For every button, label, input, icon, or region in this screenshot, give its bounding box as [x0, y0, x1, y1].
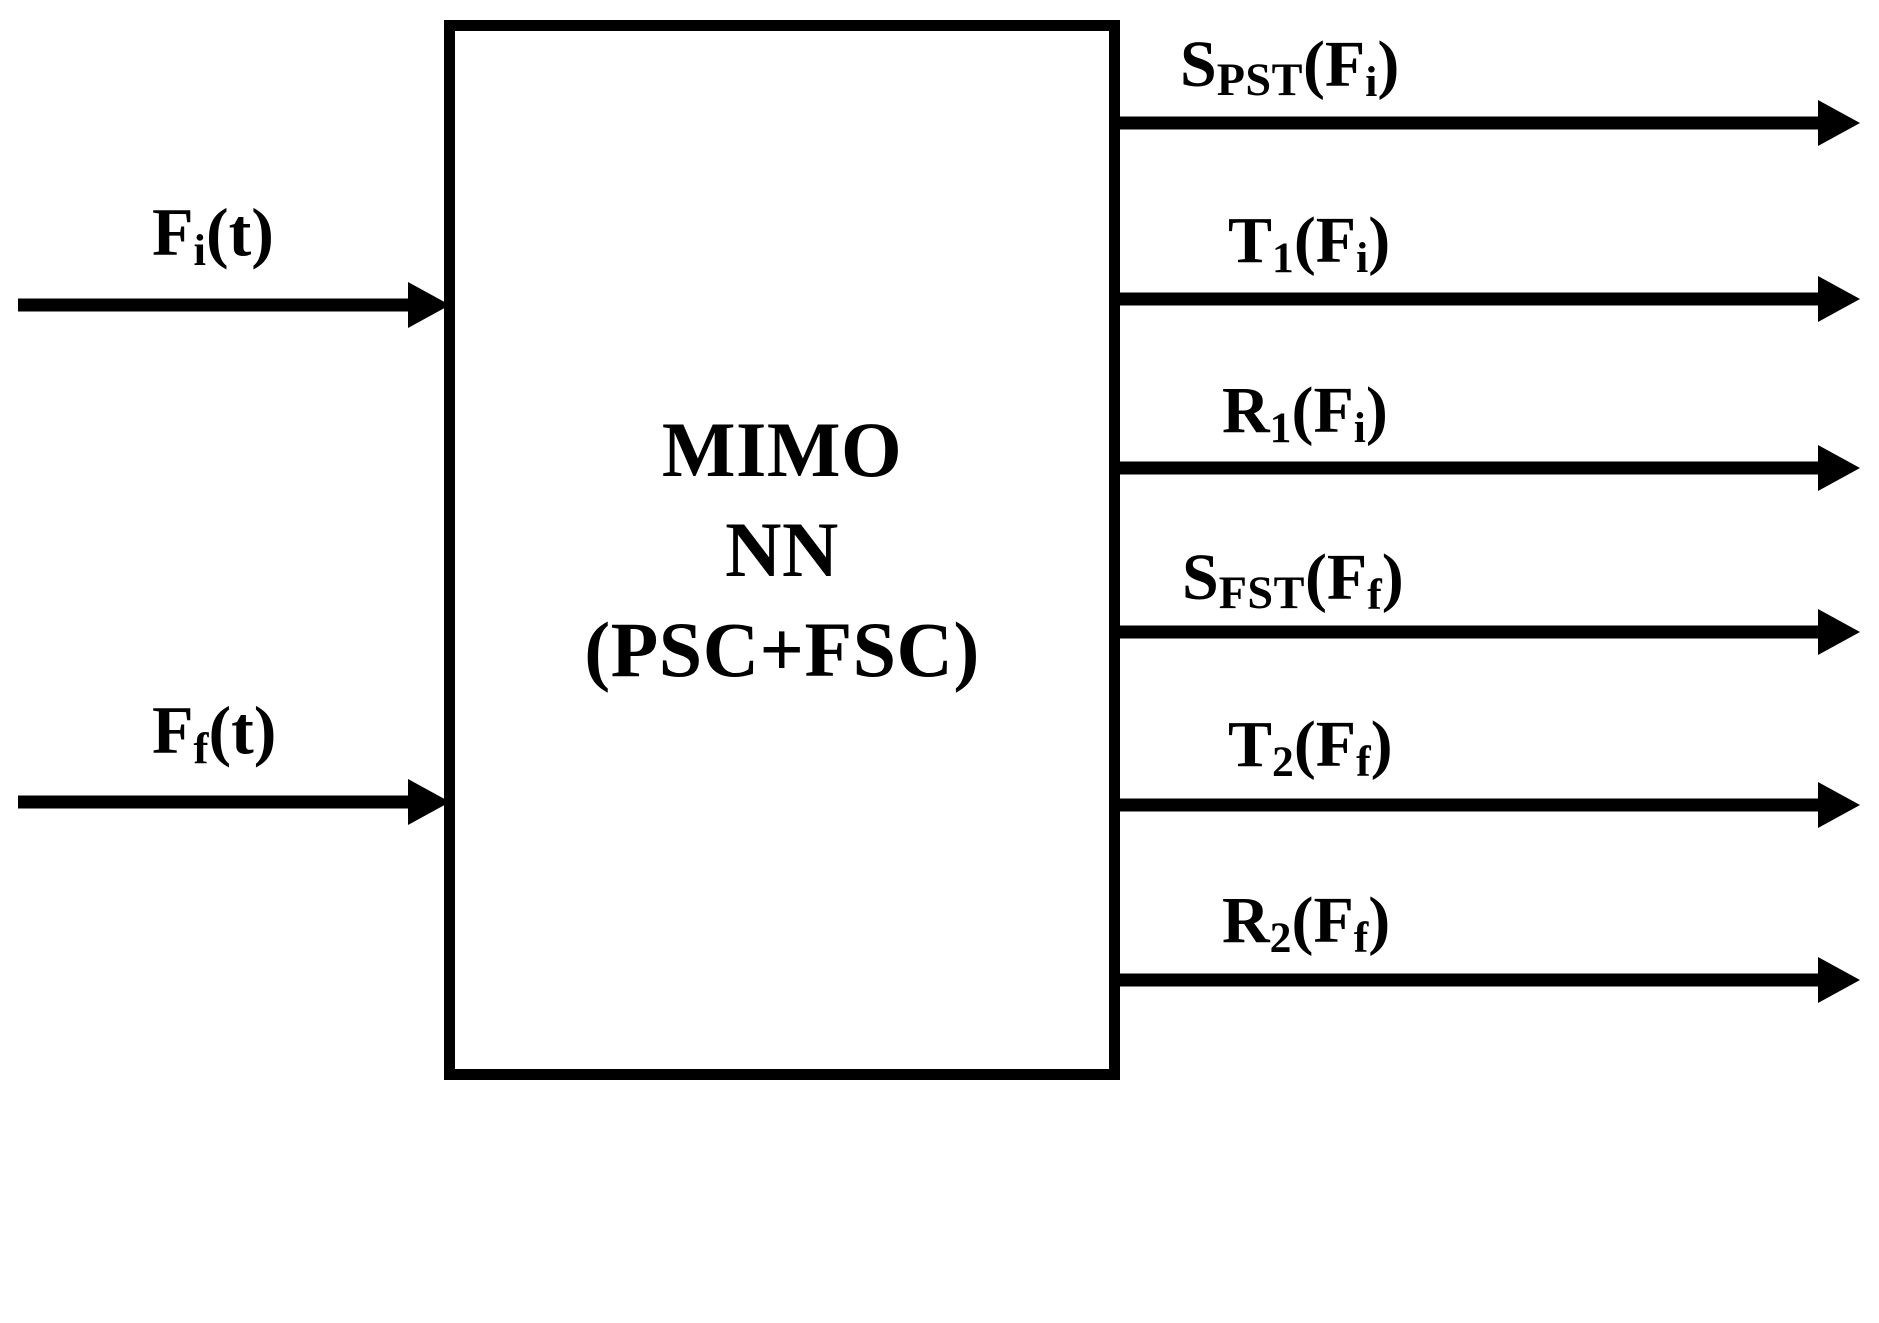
- arrow-head: [408, 779, 450, 825]
- output-label-spst-base: S: [1180, 28, 1217, 101]
- arrow-shaft: [1120, 461, 1820, 475]
- input-label-fi: Fi(t): [152, 198, 274, 272]
- input-label-fi-sub: i: [193, 224, 207, 275]
- output-label-t2-sub: 2: [1272, 737, 1294, 786]
- output-label-t1-base: T: [1228, 204, 1273, 277]
- arrow-shaft: [1120, 973, 1820, 987]
- arrow-head: [1818, 609, 1860, 655]
- output-label-t1-fi: T1(Fi): [1228, 208, 1390, 280]
- arrow-shaft: [1120, 625, 1820, 639]
- output-label-t1-sub: 1: [1272, 233, 1294, 282]
- output-label-r2-paren-close: ): [1368, 884, 1391, 957]
- arrow-shaft: [1120, 798, 1820, 812]
- arrow-head: [1818, 782, 1860, 828]
- arrow-head: [1818, 445, 1860, 491]
- output-label-t2-arg-sub: f: [1356, 737, 1371, 786]
- output-label-sfst-sub: FST: [1218, 567, 1305, 619]
- output-label-t2-ff: T2(Ff): [1228, 712, 1393, 784]
- input-label-ff-text: F: [152, 692, 194, 768]
- output-label-sfst-arg-sub: f: [1367, 570, 1382, 619]
- output-label-r1-paren-open: (: [1291, 374, 1314, 447]
- arrow-shaft: [1120, 116, 1820, 130]
- arrow-shaft: [18, 298, 410, 312]
- output-label-sfst-paren-close: ): [1381, 541, 1404, 614]
- output-label-spst-arg-sub: i: [1365, 57, 1378, 106]
- output-label-r2-arg-sub: f: [1353, 913, 1369, 962]
- mimo-nn-block[interactable]: MIMO NN (PSC+FSC): [444, 20, 1120, 1080]
- output-label-sfst-ff: SFST(Ff): [1182, 545, 1404, 617]
- output-label-r1-paren-close: ): [1365, 374, 1388, 447]
- output-label-r2-base: R: [1222, 884, 1270, 957]
- input-label-ff: Ff(t): [152, 696, 276, 770]
- output-label-spst-paren-open: (: [1302, 28, 1325, 101]
- block-line-psc-fsc: (PSC+FSC): [584, 605, 980, 693]
- arrow-head: [1818, 100, 1860, 146]
- output-label-r2-paren-open: (: [1291, 884, 1314, 957]
- output-label-r2-arg: F: [1313, 884, 1354, 957]
- input-label-ff-suffix: (t): [208, 692, 277, 768]
- output-label-r2-sub: 2: [1269, 913, 1292, 962]
- output-label-r1-sub: 1: [1269, 403, 1292, 452]
- output-label-spst-paren-close: ): [1377, 28, 1400, 101]
- arrow-head: [408, 282, 450, 328]
- output-label-r1-arg-sub: i: [1353, 403, 1366, 452]
- output-label-r1-base: R: [1222, 374, 1270, 447]
- output-label-r1-fi: R1(Fi): [1222, 378, 1388, 450]
- output-label-spst-arg: F: [1324, 28, 1366, 101]
- input-label-fi-text: F: [152, 194, 194, 270]
- output-label-spst-sub: PST: [1216, 54, 1303, 106]
- input-label-fi-suffix: (t): [206, 194, 274, 270]
- block-line-nn: NN: [725, 506, 839, 594]
- output-label-t1-arg: F: [1315, 204, 1357, 277]
- input-label-ff-sub: f: [193, 722, 209, 773]
- output-label-t1-arg-sub: i: [1356, 233, 1369, 282]
- arrow-head: [1818, 276, 1860, 322]
- output-label-spst-fi: SPST(Fi): [1180, 32, 1399, 104]
- arrow-head: [1818, 957, 1860, 1003]
- output-label-sfst-base: S: [1182, 541, 1219, 614]
- output-label-t2-arg: F: [1315, 708, 1357, 781]
- output-label-sfst-arg: F: [1326, 541, 1368, 614]
- output-label-r2-ff: R2(Ff): [1222, 888, 1390, 960]
- output-label-t2-paren-close: ): [1370, 708, 1393, 781]
- arrow-shaft: [1120, 292, 1820, 306]
- arrow-shaft: [18, 795, 410, 809]
- output-label-sfst-paren-open: (: [1304, 541, 1327, 614]
- output-label-t1-paren-close: ): [1368, 204, 1391, 277]
- output-label-t2-base: T: [1228, 708, 1273, 781]
- block-line-mimo: MIMO: [661, 406, 903, 494]
- output-label-r1-arg: F: [1313, 374, 1354, 447]
- output-label-t1-paren-open: (: [1293, 204, 1316, 277]
- output-label-t2-paren-open: (: [1293, 708, 1316, 781]
